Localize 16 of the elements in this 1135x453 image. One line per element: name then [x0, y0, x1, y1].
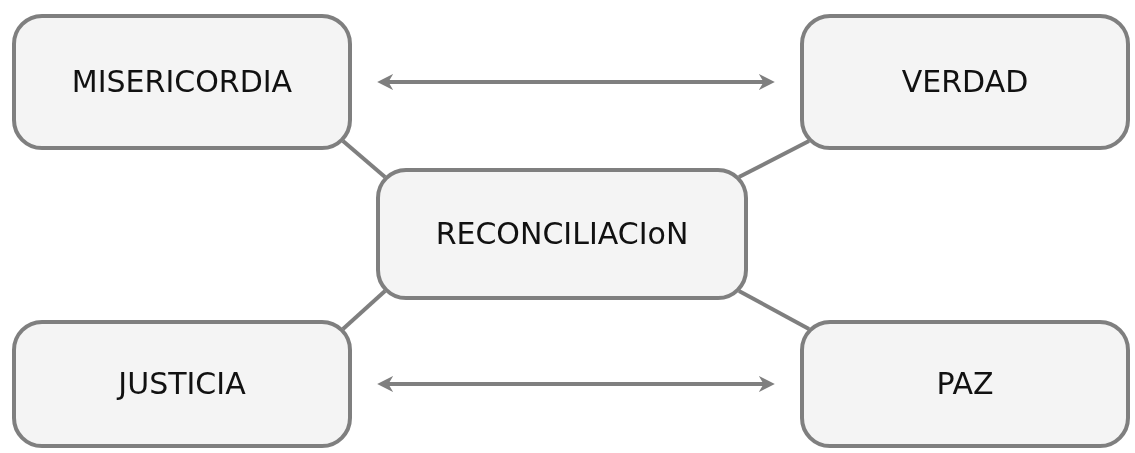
- node-label: JUSTICIA: [115, 365, 247, 403]
- node-label: MISERICORDIA: [70, 63, 294, 101]
- rounded-box: [12, 320, 352, 448]
- connector-line: [341, 289, 387, 331]
- rounded-box: [12, 14, 352, 150]
- double-arrow: [377, 74, 775, 90]
- connector-line: [738, 289, 810, 331]
- connector-line: [341, 139, 387, 179]
- node-label: VERDAD: [900, 63, 1030, 101]
- rounded-box: [800, 320, 1130, 448]
- double-arrow: [377, 376, 775, 392]
- node-label: PAZ: [935, 365, 995, 403]
- rounded-box: [800, 14, 1130, 150]
- rounded-box: [376, 168, 748, 300]
- node-label: RECONCILIACIoN: [434, 215, 690, 253]
- connector-line: [738, 139, 810, 179]
